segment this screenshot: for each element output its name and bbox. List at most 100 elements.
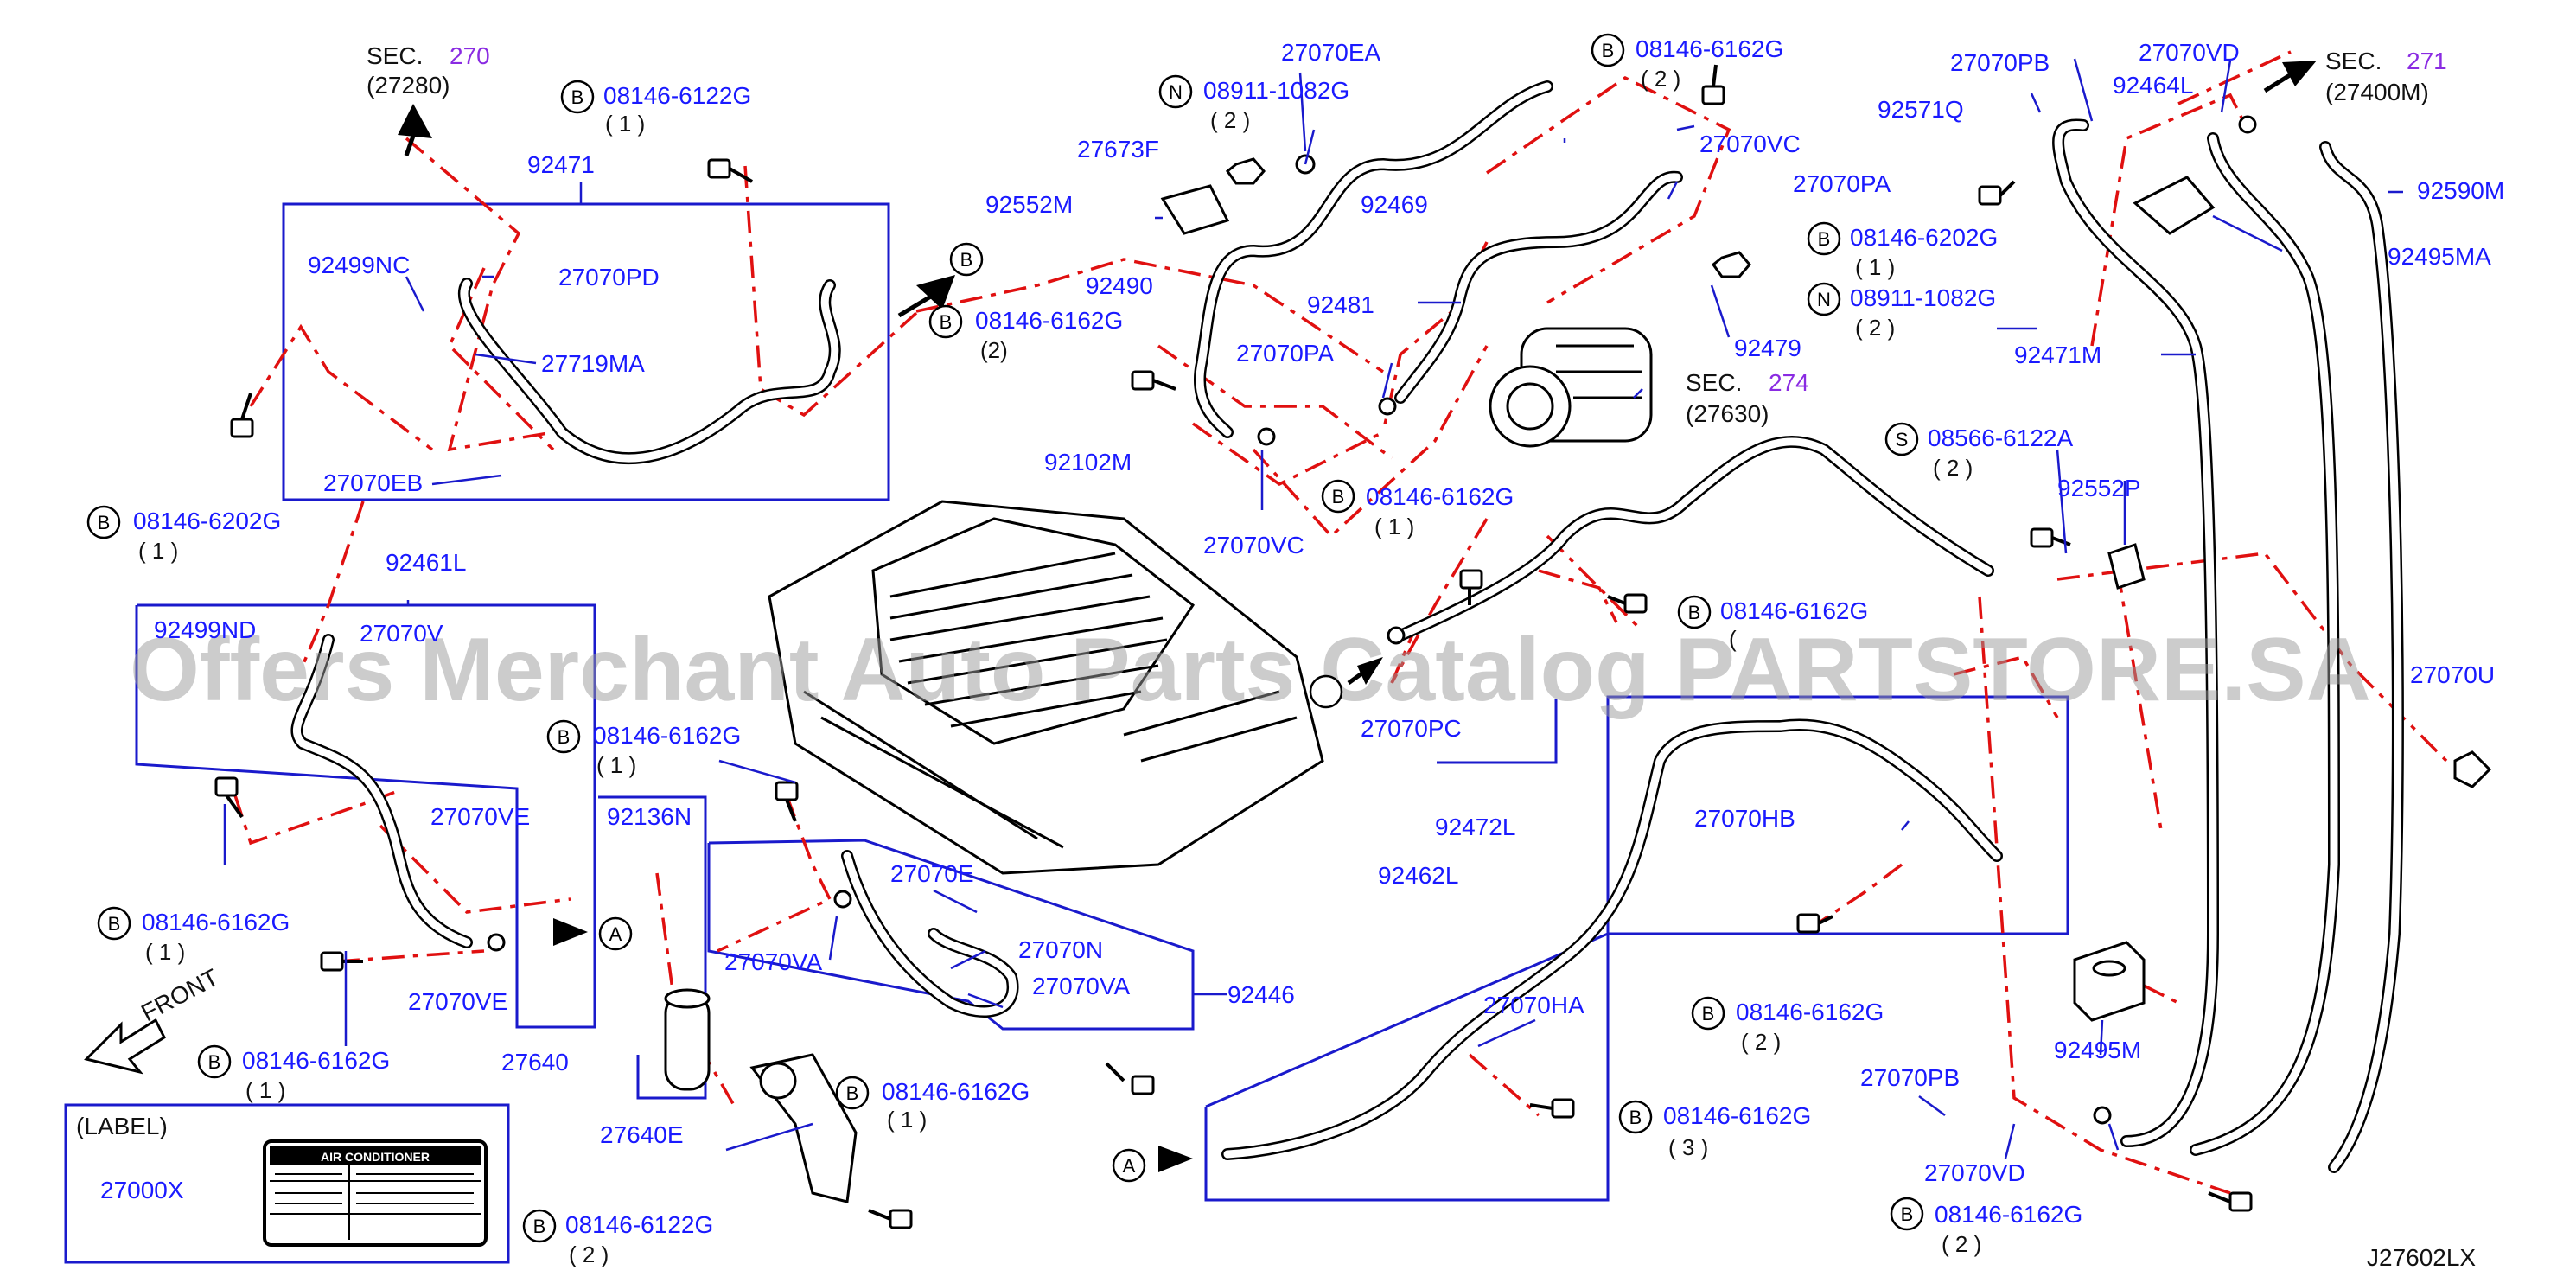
part-label-92590m: 92590M (2417, 177, 2504, 204)
component-bracket-92495ma (2133, 176, 2216, 235)
part-label-92471: 92471 (527, 151, 595, 178)
callout-arrows (84, 61, 2317, 1172)
bolt-icon (320, 951, 363, 972)
part-label-92479: 92479 (1734, 335, 1801, 361)
part-label-27070pd: 27070PD (558, 264, 660, 290)
part-label-92472l: 92472L (1435, 814, 1515, 840)
qty-label: (2) (980, 337, 1008, 363)
bolt-icon (1978, 180, 2016, 206)
qty-label: ( 2 ) (1210, 107, 1250, 133)
sec-number-271: 271 (2407, 48, 2447, 74)
part-label-92495m: 92495M (2054, 1037, 2141, 1063)
callout-a-marker: A (1112, 1148, 1146, 1183)
bolt-icon (1529, 1098, 1575, 1119)
bolt-icon (868, 1209, 913, 1229)
bolt-label: 08146-6162G (1935, 1201, 2082, 1228)
pipe-92469 (1194, 80, 1553, 438)
part-label-27070pa: 27070PA (1236, 340, 1334, 367)
front-arrow-icon (84, 1018, 166, 1075)
part-label-92461l: 92461L (386, 549, 466, 576)
callout-b-marker: B (97, 906, 131, 941)
bolt-icon (1701, 64, 1725, 105)
part-label-27070pb: 27070PB (1950, 49, 2050, 76)
bolt-label: 08146-6162G (142, 909, 290, 935)
svg-text:B: B (1688, 602, 1701, 623)
pipe-92461l (290, 634, 473, 948)
qty-label: ( 2 ) (1641, 66, 1680, 92)
part-label-27070ve: 27070VE (408, 988, 507, 1015)
part-label-27673f: 27673F (1077, 136, 1159, 163)
part-label-27640: 27640 (501, 1049, 569, 1076)
callout-b-marker: B (86, 505, 121, 539)
watermark-text: Offers Merchant Auto Parts Catalog PARTS… (130, 620, 2371, 720)
part-label-27070vd: 27070VD (2139, 39, 2240, 66)
qty-label: ( 1 ) (1855, 254, 1895, 280)
svg-text:B: B (1818, 228, 1831, 250)
part-label-92471m: 92471M (2014, 341, 2101, 368)
part-label-27070pc: 27070PC (1361, 715, 1462, 742)
oring-icon (487, 933, 506, 952)
leader-lines (223, 58, 2403, 1159)
callout-a-marker: A (598, 916, 633, 951)
part-label-27070va: 27070VA (1032, 973, 1130, 999)
qty-label: ( 2 ) (1933, 455, 1973, 481)
part-label-27070ea: 27070EA (1281, 39, 1381, 66)
svg-text:N: N (1817, 289, 1831, 310)
callout-b-marker: B (1321, 479, 1355, 514)
qty-label: ( 1 ) (1374, 514, 1414, 539)
bolt-label: 08146-6202G (133, 507, 281, 534)
callout-b-marker: B (546, 719, 581, 754)
pipe-92481 (1394, 170, 1683, 404)
arrow-from-A-icon (1158, 1146, 1193, 1172)
svg-text:B: B (1629, 1107, 1642, 1128)
callout-n-marker: N (1807, 282, 1841, 316)
svg-text:B: B (960, 249, 973, 271)
bolt-label: 08146-6162G (975, 307, 1123, 334)
part-label-92490: 92490 (1086, 272, 1153, 299)
bolt-label: 08146-6162G (1366, 483, 1514, 510)
oring-icon (1257, 427, 1276, 446)
part-label-27070vc: 27070VC (1699, 131, 1801, 157)
svg-text:B: B (108, 913, 121, 935)
part-label-92102m: 92102M (1044, 449, 1132, 476)
part-label-27070u: 27070U (2410, 661, 2495, 688)
sec-ref-27400m: (27400M) (2325, 79, 2429, 105)
sec-label: SEC. (2325, 48, 2382, 74)
bolt-label: 08146-6162G (593, 722, 741, 749)
svg-text:B: B (846, 1082, 859, 1104)
svg-text:B: B (208, 1051, 221, 1073)
part-label-27070va: 27070VA (724, 948, 822, 975)
arrow-sec270-icon (398, 104, 432, 138)
bolt-label: 08146-6202G (1850, 224, 1998, 251)
bolt-label: 08911-1082G (1850, 284, 1996, 311)
part-label-27070hb: 27070HB (1694, 805, 1795, 832)
bolt-label: 08146-6162G (1720, 597, 1868, 624)
callout-b-marker: B (560, 80, 595, 114)
bolt-label: 08146-6122G (565, 1211, 713, 1238)
part-label-92136n: 92136N (607, 803, 692, 830)
component-bracket-92552p (2107, 543, 2146, 590)
component-pad-92495m (2073, 941, 2146, 1022)
component-receiver-drier-27640 (664, 988, 711, 1091)
svg-text:B: B (98, 512, 111, 533)
pipe-92462l (1221, 718, 2003, 1160)
svg-text:A: A (1123, 1155, 1136, 1177)
bolt-icon (707, 158, 753, 183)
bolt-icon (1131, 370, 1176, 391)
pipe-92590m (2319, 141, 2404, 1173)
oring-icon (833, 890, 852, 909)
callout-b-marker: B (1591, 33, 1625, 67)
qty-label: ( 1 ) (605, 111, 645, 137)
bolt-label: 08146-6162G (882, 1078, 1030, 1105)
qty-label: ( 2 ) (1741, 1029, 1781, 1055)
component-bracket-27640e (749, 1053, 858, 1203)
part-label-27070eb: 27070EB (323, 469, 423, 496)
callout-l-marker (1309, 674, 1343, 709)
part-label-27070ve: 27070VE (430, 803, 530, 830)
part-label-92571q: 92571Q (1878, 96, 1964, 123)
bolt-label: 08566-6122A (1928, 424, 2073, 451)
svg-text:B: B (571, 86, 584, 108)
qty-label: ( 1 ) (596, 752, 636, 778)
svg-text:B: B (533, 1216, 546, 1237)
